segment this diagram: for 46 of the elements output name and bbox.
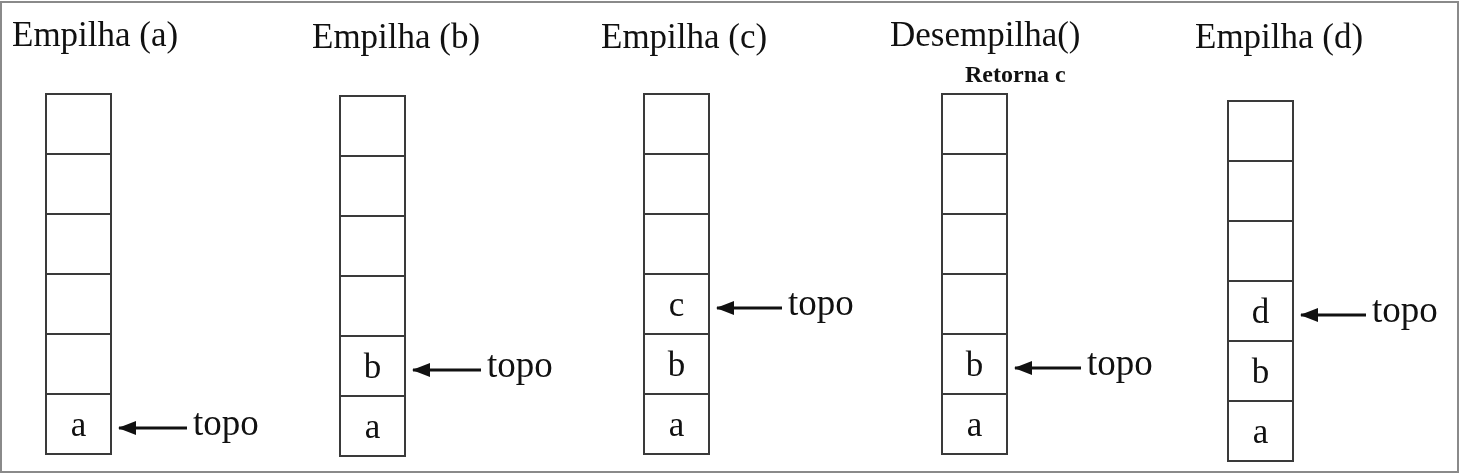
- pointer-label: topo: [1087, 344, 1153, 381]
- arrow: [716, 301, 782, 315]
- stack-cell: [941, 273, 1008, 335]
- stack-cell: [45, 153, 112, 215]
- stack-heading: Empilha (a): [12, 17, 179, 52]
- arrow: [1300, 308, 1366, 322]
- stack-cell: a: [45, 393, 112, 455]
- stack-cell: [643, 93, 710, 155]
- stack-heading: Empilha (d): [1195, 19, 1364, 54]
- stack-cell: [941, 93, 1008, 155]
- stack-cell: b: [643, 333, 710, 395]
- stack-cell: c: [643, 273, 710, 335]
- return-note: Retorna c: [965, 62, 1066, 86]
- arrow: [1014, 361, 1081, 375]
- stack-cell: [1227, 160, 1294, 222]
- stack-cell: [339, 155, 406, 217]
- pointer-label: topo: [1372, 291, 1438, 328]
- stack-cell: [1227, 100, 1294, 162]
- stack-cell: [339, 95, 406, 157]
- stack-cell: b: [1227, 340, 1294, 402]
- pointer-label: topo: [193, 404, 259, 441]
- stack-cell: b: [339, 335, 406, 397]
- stack-cell: [339, 275, 406, 337]
- stack-cell: [1227, 220, 1294, 282]
- stack-heading: Desempilha(): [890, 17, 1081, 52]
- stack-cell: [941, 153, 1008, 215]
- stack-cell: d: [1227, 280, 1294, 342]
- stack-heading: Empilha (c): [601, 19, 768, 54]
- stack-cell: [45, 93, 112, 155]
- stack-cell: [45, 273, 112, 335]
- stack-cell: [339, 215, 406, 277]
- stack-cell: [941, 213, 1008, 275]
- pointer-label: topo: [487, 346, 553, 383]
- stack-cell: a: [1227, 400, 1294, 462]
- stack-cell: [643, 213, 710, 275]
- stack-cell: a: [941, 393, 1008, 455]
- stack-cell: [45, 213, 112, 275]
- pointer-label: topo: [788, 284, 854, 321]
- stack-cell: a: [339, 395, 406, 457]
- stack-cell: [45, 333, 112, 395]
- stack-heading: Empilha (b): [312, 19, 481, 54]
- stack-cell: [643, 153, 710, 215]
- stack-cell: a: [643, 393, 710, 455]
- arrow: [118, 421, 187, 435]
- arrow: [412, 363, 481, 377]
- stack-cell: b: [941, 333, 1008, 395]
